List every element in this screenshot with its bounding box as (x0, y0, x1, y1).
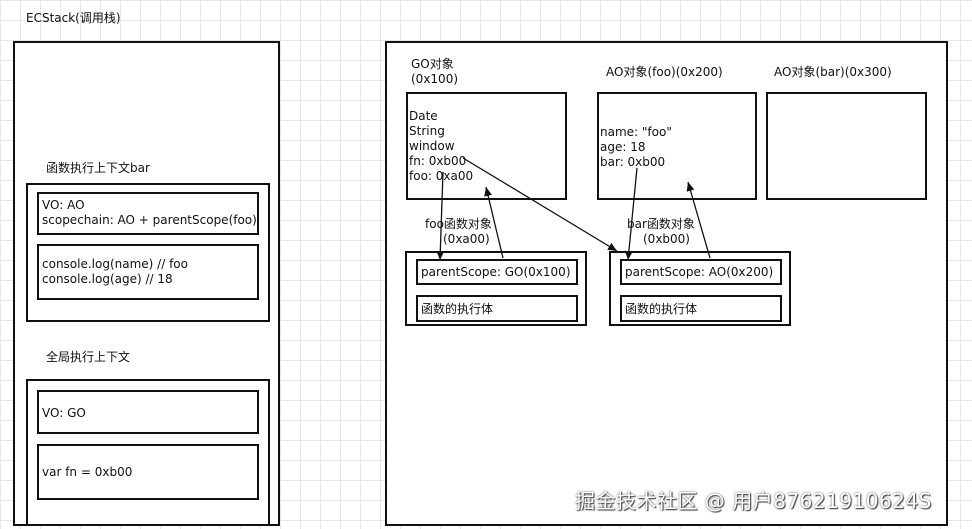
arrow-bar-parentscope-to-ao-foo (686, 181, 711, 259)
watermark: 掘金技术社区 @ 用户87621910624S (575, 489, 932, 513)
bar-func-box: parentScope: AO(0x200) 函数的执行体 (609, 251, 791, 326)
arrow-go-fn-to-bar-func (462, 157, 618, 252)
foo-func-box: parentScope: GO(0x100) 函数的执行体 (405, 251, 587, 326)
go-prop-string: String (409, 124, 445, 138)
bar-context-vo: VO: AO (42, 198, 85, 212)
ao-foo-prop-bar: bar: 0xb00 (600, 155, 666, 169)
foo-func-body: 函数的执行体 (421, 302, 494, 316)
ao-bar-title: AO对象(bar)(0x300) (774, 65, 892, 79)
bar-context-title: 函数执行上下文bar (46, 161, 150, 175)
bar-func-parentscope: parentScope: AO(0x200) (625, 265, 774, 279)
arrow-foo-parentscope-to-go (484, 186, 504, 259)
go-address: (0x100) (411, 72, 459, 86)
global-context-box: VO: GO var fn = 0xb00 (26, 379, 270, 526)
bar-func-body-box: 函数的执行体 (620, 295, 782, 322)
global-vo-box: VO: GO (37, 390, 259, 434)
ao-foo-prop-age: age: 18 (600, 140, 646, 154)
go-prop-fn: fn: 0xb00 (409, 154, 467, 168)
ao-foo-title: AO对象(foo)(0x200) (606, 65, 723, 79)
arrow-go-foo-to-foo-func (436, 171, 445, 261)
foo-func-parentscope: parentScope: GO(0x100) (421, 265, 571, 279)
go-prop-window: window (409, 139, 455, 153)
ao-bar-box (766, 92, 927, 200)
bar-context-scopechain: scopechain: AO + parentScope(foo) (42, 213, 257, 227)
go-prop-date: Date (409, 109, 438, 123)
bar-func-title: bar函数对象 (627, 217, 695, 231)
foo-func-address: (0xa00) (443, 232, 490, 246)
bar-func-body: 函数的执行体 (625, 302, 698, 316)
foo-func-body-box: 函数的执行体 (416, 295, 578, 322)
global-code-box: var fn = 0xb00 (37, 444, 259, 500)
go-title: GO对象 (411, 57, 454, 71)
global-code: var fn = 0xb00 (42, 465, 133, 479)
bar-context-box: VO: AO scopechain: AO + parentScope(foo)… (26, 183, 270, 322)
bar-code-line-1: console.log(name) // foo (42, 257, 188, 271)
bar-func-parentscope-box: parentScope: AO(0x200) (620, 259, 782, 285)
global-context-title: 全局执行上下文 (46, 350, 131, 364)
ecstack-title: ECStack(调用栈) (26, 11, 121, 25)
bar-context-vo-box: VO: AO scopechain: AO + parentScope(foo) (37, 192, 259, 235)
ao-foo-prop-name: name: "foo" (600, 125, 672, 139)
go-object-box: Date String window fn: 0xb00 foo: 0xa00 (406, 92, 567, 200)
bar-func-address: (0xb00) (643, 232, 690, 246)
arrow-ao-bar-to-bar-func (624, 167, 638, 261)
foo-func-parentscope-box: parentScope: GO(0x100) (416, 259, 578, 285)
ao-foo-box: name: "foo" age: 18 bar: 0xb00 (597, 92, 757, 200)
ecstack-panel: 函数执行上下文bar VO: AO scopechain: AO + paren… (13, 41, 280, 526)
go-prop-foo: foo: 0xa00 (409, 169, 474, 183)
bar-context-code-box: console.log(name) // foo console.log(age… (37, 244, 259, 300)
global-vo: VO: GO (42, 406, 86, 420)
bar-code-line-2: console.log(age) // 18 (42, 272, 173, 286)
